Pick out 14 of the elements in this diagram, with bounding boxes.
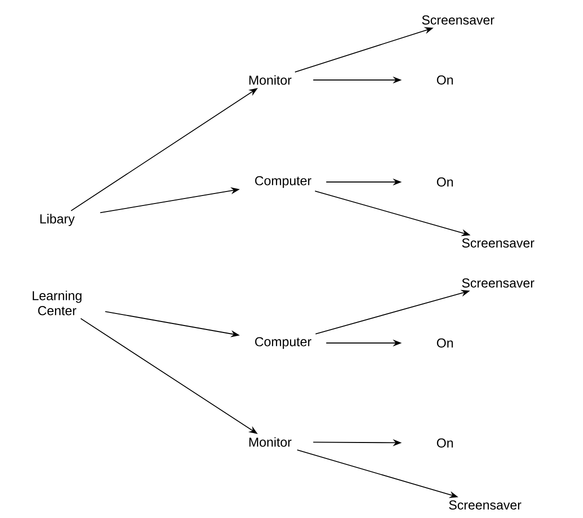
node-label: On [436, 438, 453, 448]
node-label: Screensaver [462, 278, 534, 288]
node-label: Monitor [249, 437, 292, 447]
node-label: On [436, 75, 453, 85]
node-label: Screensaver [462, 238, 534, 248]
node-label: Libary [40, 214, 75, 226]
node-label: Computer [255, 337, 312, 349]
node-label: Computer [255, 176, 312, 188]
node-label: Screensaver [422, 15, 494, 25]
node-label: On [436, 338, 453, 348]
node-label: Screensaver [449, 500, 522, 510]
node-label: Learning Center [32, 290, 82, 316]
node-label: Monitor [249, 75, 292, 85]
node-label: On [436, 177, 453, 187]
